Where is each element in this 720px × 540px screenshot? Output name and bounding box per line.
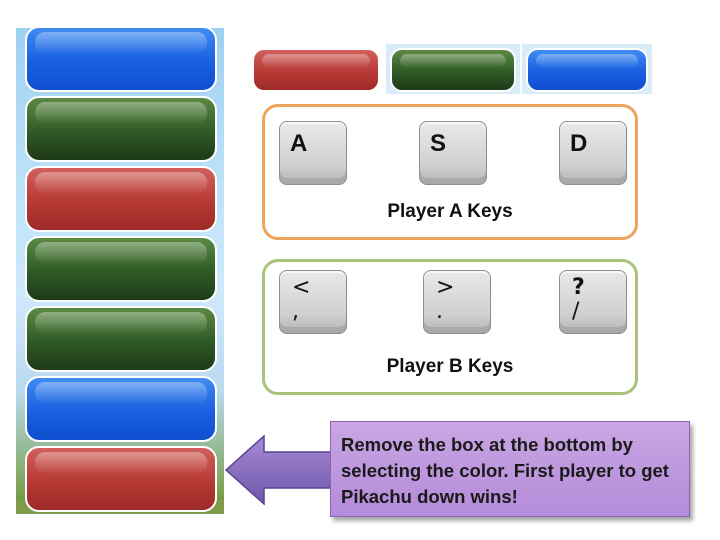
green-color-button[interactable]: [390, 48, 516, 92]
key-period[interactable]: > .: [423, 270, 491, 334]
instruction-box: Remove the box at the bottom by selectin…: [330, 421, 690, 517]
stack-block-green: [25, 96, 217, 162]
stack-block-green: [25, 236, 217, 302]
player-a-title: Player A Keys: [387, 201, 513, 222]
key-comma-top-label: <: [292, 275, 311, 300]
stack-block-green: [25, 306, 217, 372]
left-arrow-icon: [224, 434, 335, 506]
key-a[interactable]: A: [279, 121, 347, 185]
stack-block-red-bottom: [25, 446, 217, 512]
key-period-top-label: >: [436, 275, 455, 300]
stack-block-blue: [25, 26, 217, 92]
key-a-label: A: [290, 130, 308, 157]
instruction-text: Remove the box at the bottom by selectin…: [341, 434, 669, 507]
key-comma[interactable]: < ,: [279, 270, 347, 334]
player-b-keys-panel: < , > . ? / Player B Keys: [262, 259, 638, 395]
key-comma-bottom-label: ,: [292, 299, 299, 324]
red-color-button[interactable]: [252, 48, 380, 92]
key-slash-bottom-label: /: [572, 299, 580, 324]
key-s[interactable]: S: [419, 121, 487, 185]
key-d-label: D: [570, 130, 588, 157]
stack-block-blue: [25, 376, 217, 442]
key-s-label: S: [430, 130, 447, 157]
blue-color-button[interactable]: [526, 48, 648, 92]
player-a-keys-panel: A S D Player A Keys: [262, 104, 638, 240]
stack-block-red: [25, 166, 217, 232]
key-slash[interactable]: ? /: [559, 270, 627, 334]
key-slash-top-label: ?: [572, 275, 585, 300]
key-period-bottom-label: .: [436, 299, 443, 324]
player-b-title: Player B Keys: [386, 356, 514, 377]
key-d[interactable]: D: [559, 121, 627, 185]
